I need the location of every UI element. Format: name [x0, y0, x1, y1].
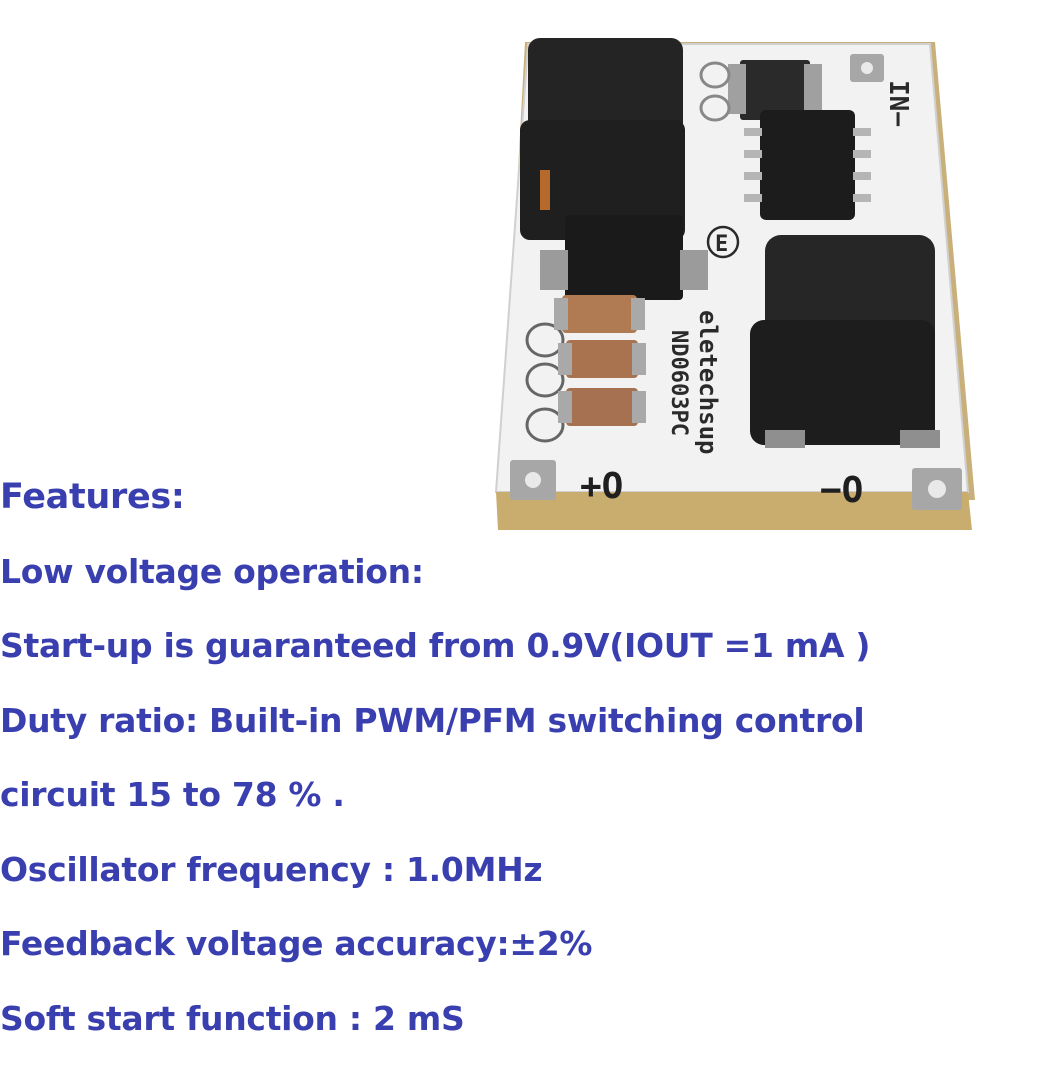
- feature-item: circuit 15 to 78 % .: [0, 768, 1050, 843]
- silkscreen-ce: E: [715, 232, 728, 257]
- silkscreen-model: ND0603PC: [666, 330, 691, 436]
- feature-item: Low voltage operation:: [0, 545, 1050, 620]
- controller-ic: [760, 110, 855, 220]
- features-title: Features:: [0, 470, 1050, 545]
- feature-item: Feedback voltage accuracy:±2%: [0, 917, 1050, 992]
- feature-item: Start-up is guaranteed from 0.9V(IOUT =1…: [0, 619, 1050, 694]
- feature-item: Oscillator frequency : 1.0MHz: [0, 843, 1050, 918]
- silkscreen-brand: eletechsup: [694, 310, 722, 455]
- feature-item: Duty ratio: Built-in PWM/PFM switching c…: [0, 694, 1050, 769]
- feature-list: Features: Low voltage operation: Start-u…: [0, 470, 1050, 1066]
- smd-diode: [565, 215, 683, 300]
- feature-item: Soft start function : 2 mS: [0, 992, 1050, 1066]
- silkscreen-in-label: IN−: [883, 80, 913, 127]
